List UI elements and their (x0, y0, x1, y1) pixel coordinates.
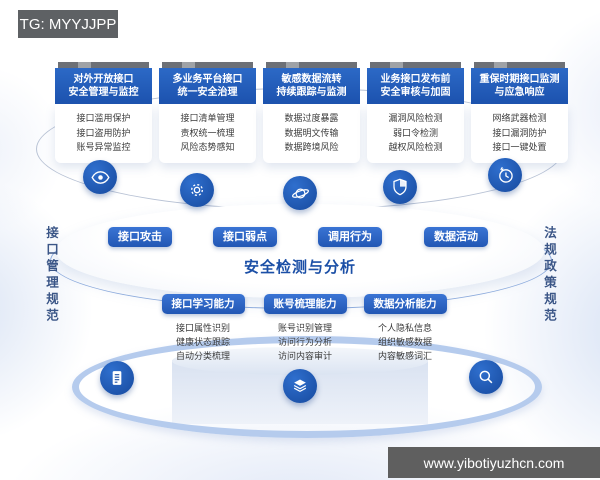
card-clip (266, 62, 357, 68)
card-item: 接口漏洞防护 (492, 127, 547, 138)
card-clip (370, 62, 461, 68)
capability-items: 账号识别管理 访问行为分析 访问内容审计 (250, 321, 360, 363)
card-item: 数据跨境风险 (284, 142, 339, 152)
watermark-url: www.yibotiyuzhcn.com (388, 447, 600, 478)
layers-icon (283, 369, 317, 403)
card-clip (474, 62, 565, 68)
capability-item: 访问内容审计 (277, 351, 332, 361)
detection-analysis-title: 安全检测与分析 (243, 259, 356, 276)
card-item: 数据明文传输 (284, 127, 339, 138)
capability-item: 个人隐私信息 (377, 323, 432, 333)
capability-pill: 数据分析能力 (363, 294, 447, 314)
card-clip (58, 62, 149, 68)
card-item: 越权风险检测 (388, 142, 443, 152)
pill-data-activity: 数据活动 (424, 227, 488, 247)
card-title: 重保时期接口监测 与应急响应 (471, 68, 568, 104)
card-title: 对外开放接口 安全管理与监控 (55, 68, 152, 104)
card-item: 数据过度暴露 (284, 113, 339, 123)
telegram-tag: TG: MYYJJPP (18, 10, 118, 38)
capability-item: 内容敏感词汇 (377, 351, 432, 361)
card-clip (162, 62, 253, 68)
card-title: 多业务平台接口 统一安全治理 (159, 68, 256, 104)
capability-pill: 账号梳理能力 (263, 294, 347, 314)
card-item: 网络武器检测 (492, 113, 547, 123)
card-items: 漏洞风险检测 弱口令检测 越权风险检测 (367, 104, 464, 163)
shield-icon (383, 170, 417, 204)
card-item: 接口一键处置 (492, 142, 547, 152)
card-items: 接口清单管理 责权统一梳理 风险态势感知 (159, 104, 256, 163)
pill-call-behavior: 调用行为 (318, 227, 382, 247)
card-items: 数据过度暴露 数据明文传输 数据跨境风险 (263, 104, 360, 163)
card-multi-platform-governance: 多业务平台接口 统一安全治理 接口清单管理 责权统一梳理 风险态势感知 (159, 62, 256, 163)
capability-account-sorting: 账号梳理能力 账号识别管理 访问行为分析 访问内容审计 (250, 294, 360, 363)
capability-item: 健康状态跟踪 (175, 337, 230, 347)
capability-api-learning: 接口学习能力 接口属性识别 健康状态跟踪 自动分类梳理 (148, 294, 258, 363)
pill-api-attack: 接口攻击 (108, 227, 172, 247)
card-items: 接口滥用保护 接口盗用防护 账号异常监控 (55, 104, 152, 163)
capability-items: 接口属性识别 健康状态跟踪 自动分类梳理 (148, 321, 258, 363)
clock-icon (488, 158, 522, 192)
capability-item: 组织敏感数据 (377, 337, 432, 347)
card-items: 网络武器检测 接口漏洞防护 接口一键处置 (471, 104, 568, 163)
card-title: 业务接口发布前 安全审核与加固 (367, 68, 464, 104)
card-item: 接口盗用防护 (76, 127, 131, 138)
card-title: 敏感数据流转 持续跟踪与监测 (263, 68, 360, 104)
card-item: 风险态势感知 (180, 142, 235, 152)
capability-item: 访问行为分析 (277, 337, 332, 347)
eye-icon (83, 160, 117, 194)
planet-icon (283, 176, 317, 210)
capability-pill: 接口学习能力 (161, 294, 245, 314)
card-prerelease-audit: 业务接口发布前 安全审核与加固 漏洞风险检测 弱口令检测 越权风险检测 (367, 62, 464, 163)
document-icon (100, 361, 134, 395)
card-item: 漏洞风险检测 (388, 113, 443, 123)
capability-data-analysis: 数据分析能力 个人隐私信息 组织敏感数据 内容敏感词汇 (350, 294, 460, 363)
card-item: 接口滥用保护 (76, 113, 131, 123)
middle-platform (56, 204, 544, 298)
capability-item: 接口属性识别 (175, 323, 230, 333)
bottom-orbit-ring (72, 336, 542, 438)
card-open-api-security: 对外开放接口 安全管理与监控 接口滥用保护 接口盗用防护 账号异常监控 (55, 62, 152, 163)
card-sensitive-data-tracking: 敏感数据流转 持续跟踪与监测 数据过度暴露 数据明文传输 数据跨境风险 (263, 62, 360, 163)
gear-icon (180, 173, 214, 207)
capability-item: 自动分类梳理 (175, 351, 230, 361)
card-item: 责权统一梳理 (180, 127, 235, 138)
search-icon (469, 360, 503, 394)
card-item: 接口清单管理 (180, 113, 235, 123)
capability-item: 账号识别管理 (277, 323, 332, 333)
pill-api-weakness: 接口弱点 (213, 227, 277, 247)
left-label-api-management-standard: 接口管理规范 (44, 226, 58, 325)
right-label-policy-standard: 法规政策规范 (542, 226, 556, 325)
card-item: 弱口令检测 (392, 127, 438, 138)
card-item: 账号异常监控 (76, 142, 131, 152)
capability-items: 个人隐私信息 组织敏感数据 内容敏感词汇 (350, 321, 460, 363)
card-emergency-response: 重保时期接口监测 与应急响应 网络武器检测 接口漏洞防护 接口一键处置 (471, 62, 568, 163)
